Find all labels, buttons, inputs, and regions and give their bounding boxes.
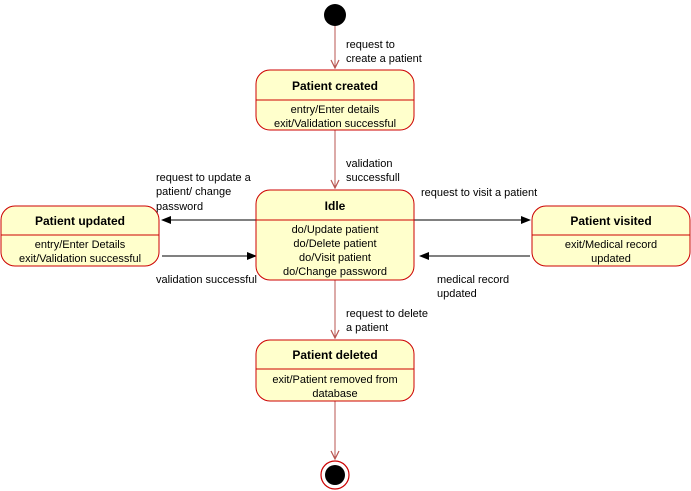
state-idle: Idle do/Update patient do/Delete patient… bbox=[255, 189, 415, 281]
state-activity: exit/Patient removed from bbox=[272, 374, 397, 386]
state-activity: entry/Enter Details bbox=[35, 239, 126, 251]
label-delete-request: request to delete a patient bbox=[346, 308, 428, 334]
state-title: Idle bbox=[325, 199, 346, 213]
state-activity: do/Visit patient bbox=[299, 252, 371, 264]
label-visit-return: medical record updated bbox=[437, 274, 509, 300]
edge-label-line: medical record bbox=[437, 274, 509, 286]
state-activity: do/Delete patient bbox=[293, 238, 376, 250]
label-create-request: request to create a patient bbox=[346, 39, 422, 65]
state-activity: entry/Enter details bbox=[291, 104, 380, 116]
state-activity: exit/Validation successful bbox=[19, 253, 141, 265]
state-patient-visited: Patient visited exit/Medical record upda… bbox=[531, 205, 691, 267]
state-activity: do/Change password bbox=[283, 266, 387, 278]
state-activity: database bbox=[312, 388, 357, 400]
edge-label-line: validation successful bbox=[156, 274, 257, 286]
state-patient-created: Patient created entry/Enter details exit… bbox=[255, 69, 415, 131]
state-activity: updated bbox=[591, 253, 631, 265]
edge-label-line: request to delete bbox=[346, 308, 428, 320]
edge-label-line: a patient bbox=[346, 322, 388, 334]
final-state bbox=[320, 460, 350, 490]
initial-state bbox=[324, 4, 346, 26]
state-title: Patient visited bbox=[570, 214, 651, 228]
state-title: Patient created bbox=[292, 79, 378, 93]
state-patient-deleted: Patient deleted exit/Patient removed fro… bbox=[255, 339, 415, 402]
state-activity: exit/Validation successful bbox=[274, 118, 396, 130]
edge-label-line: request to bbox=[346, 39, 395, 51]
edge-label-line: successfull bbox=[346, 172, 400, 184]
state-activity: do/Update patient bbox=[292, 224, 379, 236]
edge-label-line: patient/ change bbox=[156, 186, 231, 198]
edge-label-line: validation bbox=[346, 158, 392, 170]
label-update-request: request to update a patient/ change pass… bbox=[156, 172, 252, 213]
edge-label-line: updated bbox=[437, 288, 477, 300]
edge-label-line: password bbox=[156, 201, 203, 213]
edge-label-line: create a patient bbox=[346, 53, 422, 65]
edge-label-line: request to update a bbox=[156, 172, 252, 184]
edge-label-line: request to visit a patient bbox=[421, 187, 537, 199]
label-visit-request: request to visit a patient bbox=[421, 187, 537, 199]
state-title: Patient updated bbox=[35, 214, 125, 228]
label-update-validation: validation successful bbox=[156, 274, 257, 286]
state-title: Patient deleted bbox=[292, 348, 377, 362]
state-patient-updated: Patient updated entry/Enter Details exit… bbox=[0, 205, 160, 267]
state-activity: exit/Medical record bbox=[565, 239, 657, 251]
label-validation: validation successfull bbox=[346, 158, 400, 184]
